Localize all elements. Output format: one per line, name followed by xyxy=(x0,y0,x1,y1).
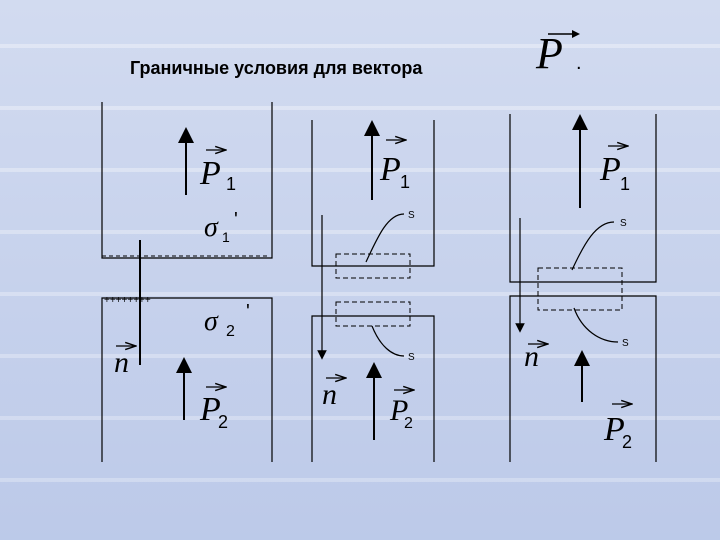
panel1-sigma2: σ xyxy=(204,306,219,337)
panel2-upper-vessel xyxy=(311,120,435,267)
title-period: . xyxy=(576,52,582,74)
panel3-s-bottom-leader xyxy=(573,307,619,343)
panel2-s-top: S xyxy=(408,210,415,221)
panel-3: S S P 1 n P 2 xyxy=(509,114,657,462)
panel3-p1-label: P xyxy=(599,151,621,188)
panel2-lower-vessel xyxy=(311,315,435,462)
panel1-sigma2-sub: 2 xyxy=(226,323,235,340)
title-vector-symbol: P xyxy=(536,29,563,78)
panel2-upper-dashed-box xyxy=(335,253,411,279)
panel-1: ++++++++ P 1 σ 1 ' σ 2 ' n P 2 xyxy=(101,102,273,462)
panel1-n-label: n xyxy=(114,346,129,379)
panel3-p1-sub: 1 xyxy=(620,174,630,194)
panel2-p1-label: P xyxy=(379,151,401,188)
panel1-sigma2-prime: ' xyxy=(246,301,250,323)
panel2-lower-dashed-box xyxy=(335,301,411,327)
panel2-s-bottom-leader xyxy=(371,325,405,357)
panel3-s-top: S xyxy=(620,218,627,229)
panel3-p2-sub: 2 xyxy=(622,432,632,452)
panel1-sigma1: σ xyxy=(204,212,219,243)
panel2-p2-label: P xyxy=(389,394,408,427)
panel1-lower-vessel xyxy=(101,297,273,462)
slide-title: Граничные условия для вектора xyxy=(130,58,423,78)
panel1-p1-label: P xyxy=(199,155,221,192)
panel2-s-bottom: S xyxy=(408,352,415,363)
panel2-p2-sub: 2 xyxy=(404,415,413,432)
panel3-n-label: n xyxy=(524,340,539,373)
panel1-charges: ++++++++ xyxy=(104,295,151,306)
panel1-p2-sub: 2 xyxy=(218,412,228,432)
panel3-dashed-box xyxy=(537,267,623,311)
panel1-sigma1-prime: ' xyxy=(234,209,238,231)
panel3-p2-label: P xyxy=(603,411,625,448)
panel2-s-top-leader xyxy=(365,213,405,263)
panel3-s-top-leader xyxy=(571,221,615,271)
panel3-upper-vessel xyxy=(509,114,657,283)
panel3-s-bottom: S xyxy=(622,338,629,349)
panel-2: S S P 1 n P 2 xyxy=(311,120,435,462)
panel1-p1-sub: 1 xyxy=(226,174,236,194)
panel2-p1-sub: 1 xyxy=(400,172,410,192)
panel1-p2-label: P xyxy=(199,391,221,428)
panel3-lower-vessel xyxy=(509,295,657,462)
panel1-upper-vessel xyxy=(101,102,273,259)
panel2-n-label: n xyxy=(322,378,337,411)
panel1-sigma1-sub: 1 xyxy=(222,229,230,245)
